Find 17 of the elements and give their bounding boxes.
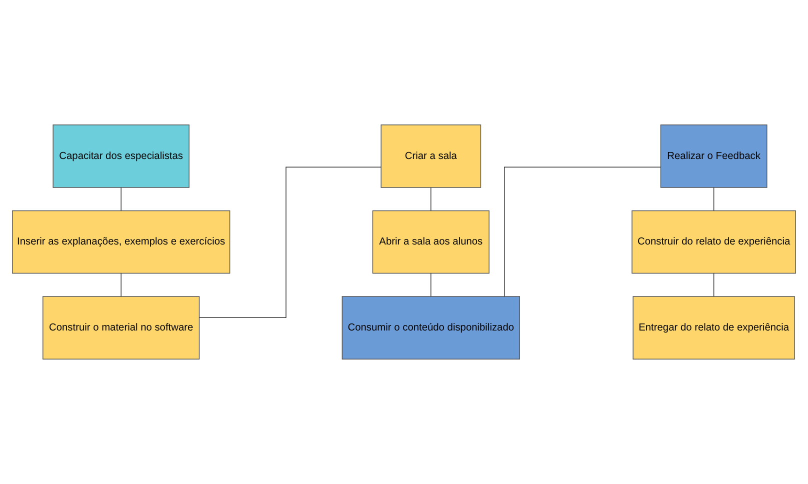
connector (120, 187, 122, 211)
connector (504, 166, 662, 297)
node-box: Inserir as explanações, exemplos e exercícios (12, 210, 230, 274)
connector (713, 273, 714, 297)
connector (430, 187, 432, 211)
node-box: Criar a sala (380, 124, 482, 188)
node-box: Entregar do relato de experiência (632, 296, 795, 360)
connector (120, 273, 122, 297)
node-box: Construir do relato de experiência (632, 210, 796, 274)
node-box: Realizar o Feedback (660, 124, 768, 188)
connector (430, 273, 432, 297)
node-box: Construir o material no software (42, 296, 200, 360)
node-box: Capacitar dos especialistas (52, 124, 190, 188)
connector (199, 166, 382, 318)
node-box: Consumir o conteúdo disponibilizado (342, 296, 520, 360)
connector (713, 187, 714, 211)
node-box: Abrir a sala aos alunos (372, 210, 490, 274)
